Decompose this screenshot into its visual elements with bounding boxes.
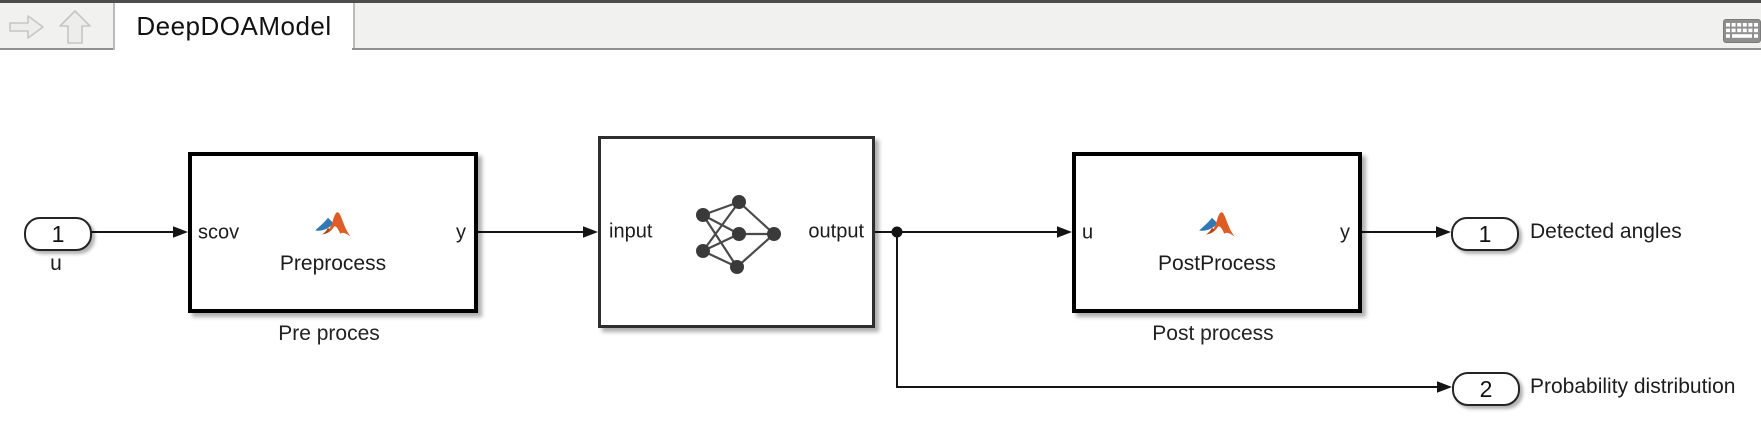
up-arrow-icon[interactable] [57, 9, 93, 45]
tab-deepdoamodel[interactable]: DeepDOAModel [113, 3, 355, 50]
postprocess-block-name[interactable]: Post process [1152, 322, 1274, 345]
postprocess-output-port: y [1340, 221, 1350, 243]
inport-block-1[interactable]: 1 [24, 217, 92, 251]
preprocess-input-port: scov [198, 221, 240, 243]
neural-network-icon [696, 195, 781, 274]
bar-bottom-border [352, 48, 1761, 50]
breadcrumb-bar: DeepDOAModel [0, 0, 1761, 50]
network-input-port: input [609, 220, 653, 243]
network-output-port: output [808, 220, 864, 243]
tab-title: DeepDOAModel [136, 11, 332, 41]
outport-number: 2 [1479, 375, 1493, 402]
wire-preprocess-to-network[interactable] [478, 226, 598, 238]
network-predict-block[interactable]: input output [598, 136, 875, 328]
postprocess-input-port: u [1082, 221, 1094, 243]
wire-inport-to-preprocess[interactable] [90, 226, 188, 238]
preprocess-block[interactable]: scov y Preprocess [188, 152, 478, 313]
outport-block-2[interactable]: 2 [1452, 372, 1520, 406]
keyboard-icon[interactable] [1723, 19, 1761, 43]
wire-network-to-postprocess[interactable] [875, 226, 1072, 238]
outport-1-name[interactable]: Detected angles [1530, 220, 1682, 243]
outport-block-1[interactable]: 1 [1451, 217, 1519, 251]
postprocess-block[interactable]: u y PostProcess [1072, 152, 1362, 313]
wire-branch-to-outport2[interactable] [896, 232, 1452, 393]
top-divider [0, 0, 1761, 3]
preprocess-output-port: y [456, 221, 466, 243]
outport-number: 1 [1478, 220, 1492, 247]
inport-number: 1 [51, 220, 65, 247]
preprocess-caption: Preprocess [279, 252, 387, 275]
postprocess-caption: PostProcess [1158, 252, 1276, 275]
matlab-logo-icon [315, 212, 351, 237]
outport-2-name[interactable]: Probability distribution [1530, 375, 1736, 398]
preprocess-block-name[interactable]: Pre proces [278, 322, 380, 345]
inport-name[interactable]: u [50, 252, 62, 275]
matlab-logo-icon [1199, 212, 1235, 237]
bar-bottom-border [0, 48, 113, 50]
forward-arrow-icon[interactable] [8, 13, 46, 41]
wire-postprocess-to-outport1[interactable] [1362, 226, 1451, 238]
